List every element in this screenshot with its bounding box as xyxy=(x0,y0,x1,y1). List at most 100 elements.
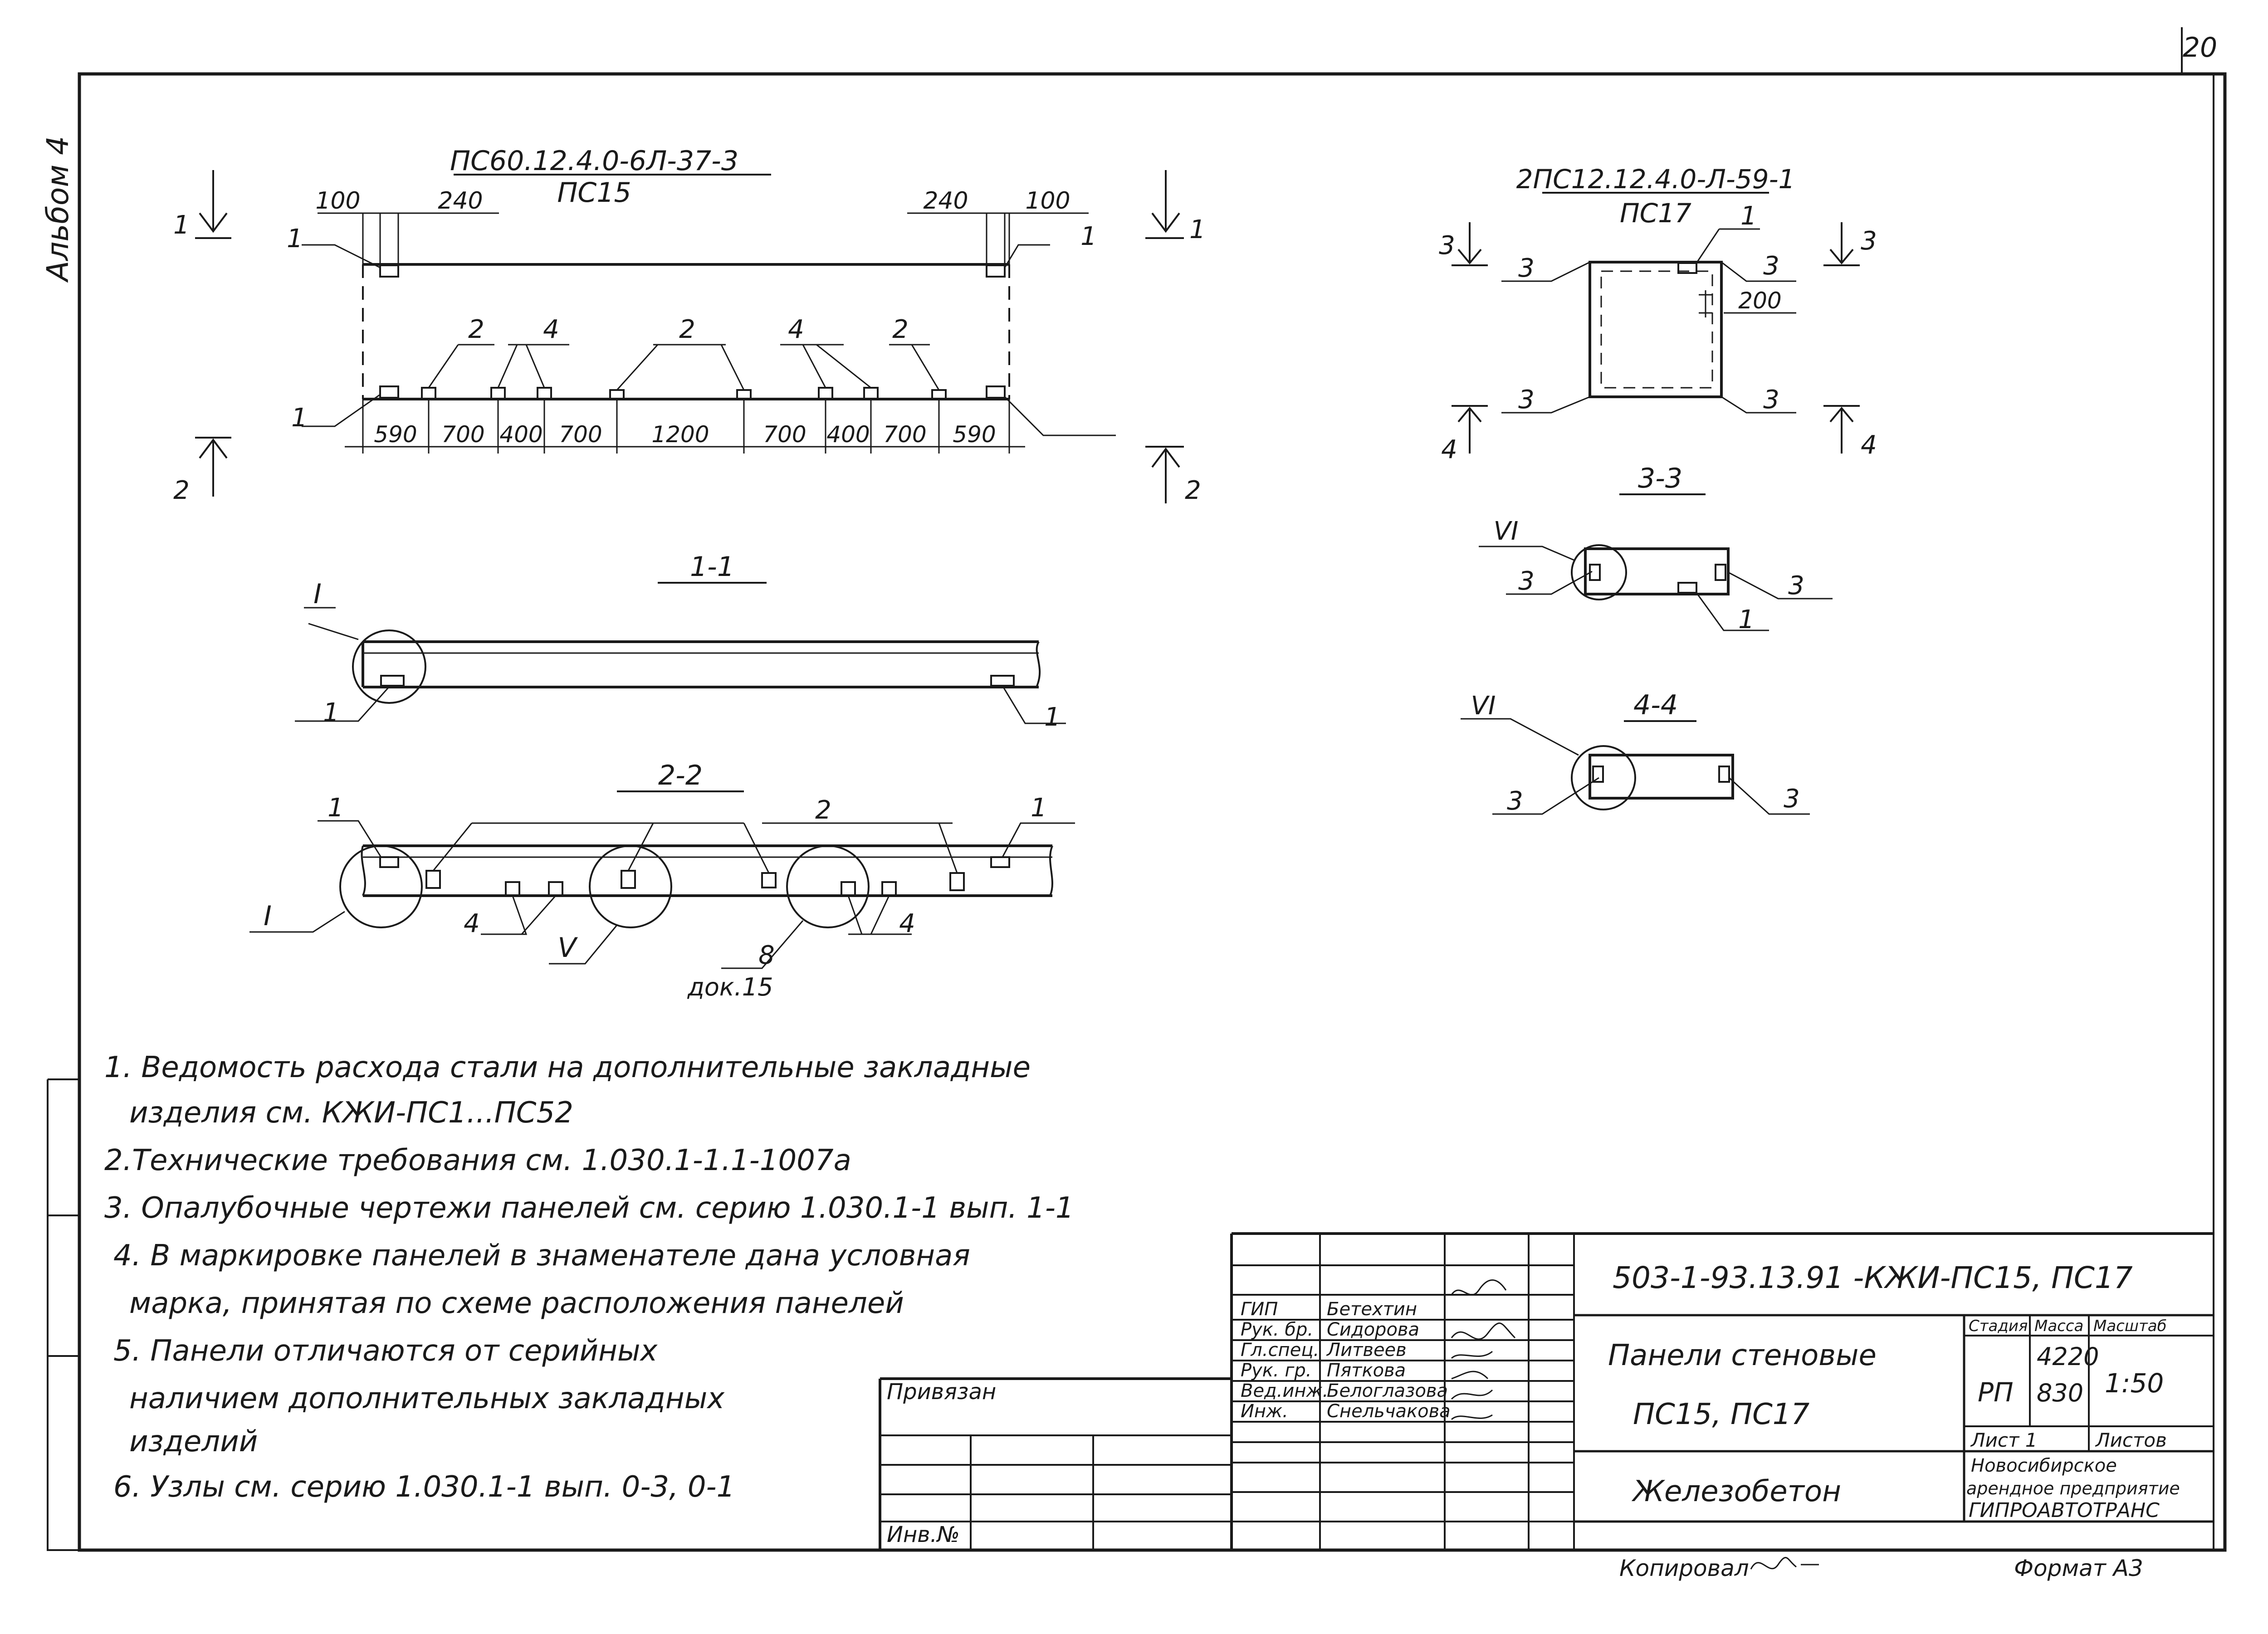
stamp-bound-label: Привязан xyxy=(887,1379,996,1405)
panel2-callout-3-br: 3 xyxy=(1763,385,1779,415)
panel2-dim-200: 200 xyxy=(1738,288,1781,314)
panel1-callout-2-b: 2 xyxy=(679,315,695,344)
panel1-callout-1-tr: 1 xyxy=(1080,222,1097,251)
stamp-role-3: Гл.спец. xyxy=(1241,1340,1319,1361)
panel2-callout-3-tl: 3 xyxy=(1518,254,1535,283)
cut-4-left: 4 xyxy=(1441,435,1457,464)
cut-3-right: 3 xyxy=(1861,226,1877,256)
section-1-1-node-i: I xyxy=(313,578,322,610)
stamp-name-6: Снельчакова xyxy=(1327,1401,1451,1422)
panel1-callout-2-a: 2 xyxy=(468,315,484,344)
section-4-4-label: 4-4 xyxy=(1633,689,1678,721)
section-4-4-callout-3-left: 3 xyxy=(1507,786,1523,816)
panel1-bdim-7: 400 xyxy=(826,421,870,448)
note-4b: марка, принятая по схеме расположения па… xyxy=(129,1287,904,1320)
panel1-code: ПС15 xyxy=(557,177,631,209)
stamp-copied: Копировал xyxy=(1619,1555,1749,1581)
section-1-1-callout-1-right: 1 xyxy=(1044,702,1061,732)
panel1-bdim-2: 700 xyxy=(441,421,484,448)
panel1-callout-1-bl: 1 xyxy=(291,403,308,433)
stamp-org-3: ГИПРОАВТОТРАНС xyxy=(1969,1499,2160,1522)
cut-1-right: 1 xyxy=(1189,215,1206,244)
panel1-bdim-1: 590 xyxy=(374,421,417,448)
stamp-name-4: Пяткова xyxy=(1327,1360,1406,1381)
section-2-2: 2-2 1 1 2 4 4 I V 8 док.15 xyxy=(249,760,1075,1001)
note-4a: 4. В маркировке панелей в знаменателе да… xyxy=(113,1239,970,1273)
panel1-bdim-8: 700 xyxy=(883,421,926,448)
stamp-format: Формат А3 xyxy=(2014,1555,2143,1581)
section-4-4-node-vi: VI xyxy=(1471,691,1496,721)
note-2: 2.Технические требования см. 1.030.1-1.1… xyxy=(104,1144,851,1177)
stamp-stage: РП xyxy=(1978,1377,2014,1408)
section-1-1-callout-1-left: 1 xyxy=(323,698,339,727)
stamp-role-4: Рук. гр. xyxy=(1241,1360,1312,1381)
panel2-mark: 2ПС12.12.4.0-Л-59-1 xyxy=(1516,164,1795,195)
panel1-bdim-9: 590 xyxy=(953,421,996,448)
panel1-callout-2-c: 2 xyxy=(892,315,909,344)
section-3-3-label: 3-3 xyxy=(1638,463,1682,494)
panel1-dim-240-right: 240 xyxy=(923,187,968,215)
cut-3-left: 3 xyxy=(1439,231,1455,260)
panel1-bdim-3: 400 xyxy=(499,421,543,448)
panel2-callout-3-tr: 3 xyxy=(1763,251,1779,281)
panel1-mark: ПС60.12.4.0-6Л-37-3 xyxy=(450,145,738,177)
section-2-2-callout-2: 2 xyxy=(815,795,831,825)
stamp-mass-2: 830 xyxy=(2037,1379,2083,1407)
notes-block: 1. Ведомость расхода стали на дополнител… xyxy=(104,1051,1074,1504)
section-2-2-callout-1-right: 1 xyxy=(1031,793,1047,823)
stamp-title-1: Панели стеновые xyxy=(1608,1339,1877,1372)
panel1-bdim-6: 700 xyxy=(763,421,806,448)
stamp-title-2: ПС15, ПС17 xyxy=(1633,1398,1809,1431)
stamp-mass-label: Масса xyxy=(2034,1317,2083,1335)
sheet-number: 20 xyxy=(2183,32,2217,63)
stamp-sheets-label: Листов xyxy=(2095,1429,2167,1451)
cut-2-left: 2 xyxy=(173,476,190,505)
stamp-inv-label: Инв.№ xyxy=(887,1522,960,1547)
section-3-3-callout-3-left: 3 xyxy=(1518,566,1535,596)
section-1-1-label: 1-1 xyxy=(690,551,734,583)
stamp-sheet-label: Лист 1 xyxy=(1970,1429,2038,1451)
cut-1-left: 1 xyxy=(173,210,190,240)
panel2-plan: 2ПС12.12.4.0-Л-59-1 ПС17 1 3 3 3 3 200 xyxy=(1501,164,1796,415)
stamp-org-1: Новосибирское xyxy=(1971,1455,2117,1476)
stamp-org-2: арендное предприятие xyxy=(1966,1478,2180,1498)
section-2-2-callout-1-left: 1 xyxy=(327,793,344,823)
stamp-role-6: Инж. xyxy=(1241,1401,1288,1422)
section-4-4: 4-4 VI 3 3 xyxy=(1461,689,1810,816)
panel1-plan: ПС60.12.4.0-6Л-37-3 ПС15 100 240 240 100… xyxy=(287,145,1116,454)
stamp-scale-label: Масштаб xyxy=(2093,1317,2167,1335)
cut-markers-panel1: 1 1 2 2 xyxy=(173,170,1206,505)
panel1-dim-100-left: 100 xyxy=(315,187,360,215)
panel1-bdim-5: 1200 xyxy=(651,421,709,448)
stamp-role-5: Вед.инж. xyxy=(1241,1380,1328,1401)
stamp-name-2: Сидорова xyxy=(1327,1319,1419,1340)
stamp-name-1: Бетехтин xyxy=(1327,1299,1417,1320)
cut-2-right: 2 xyxy=(1185,476,1201,505)
panel2-callout-3-bl: 3 xyxy=(1518,385,1535,415)
cut-markers-panel2: 3 3 4 4 xyxy=(1439,222,1877,464)
stamp-stage-label: Стадия xyxy=(1969,1317,2028,1335)
panel1-dim-100-right: 100 xyxy=(1025,187,1070,215)
sheet-frame xyxy=(47,27,2227,1552)
panel2-code: ПС17 xyxy=(1620,198,1691,229)
note-5b: наличием дополнительных закладных xyxy=(129,1382,725,1415)
note-1b: изделия см. КЖИ-ПС1...ПС52 xyxy=(129,1096,573,1130)
note-5c: изделий xyxy=(129,1425,258,1458)
cut-4-right: 4 xyxy=(1861,430,1877,460)
section-2-2-ref-8: 8 xyxy=(758,941,775,970)
stamp-mass-1: 4220 xyxy=(2037,1342,2099,1371)
stamp-material: Железобетон xyxy=(1631,1475,1841,1508)
section-2-2-callout-4-right: 4 xyxy=(899,909,915,938)
section-2-2-node-i: I xyxy=(264,900,272,932)
note-1a: 1. Ведомость расхода стали на дополнител… xyxy=(104,1051,1031,1084)
title-block: Привязан Инв.№ ГИП Бетехтин Рук. бр. Сид… xyxy=(879,1232,2214,1581)
note-3: 3. Опалубочные чертежи панелей см. серию… xyxy=(104,1191,1074,1225)
stamp-role-2: Рук. бр. xyxy=(1241,1319,1313,1340)
note-5a: 5. Панели отличаются от серийных xyxy=(113,1334,658,1368)
section-4-4-callout-3-right: 3 xyxy=(1784,784,1800,814)
section-3-3-node-vi: VI xyxy=(1494,517,1519,546)
panel1-bdim-4: 700 xyxy=(559,421,602,448)
section-2-2-label: 2-2 xyxy=(658,760,703,791)
note-6: 6. Узлы см. серию 1.030.1-1 вып. 0-3, 0-… xyxy=(113,1470,735,1504)
